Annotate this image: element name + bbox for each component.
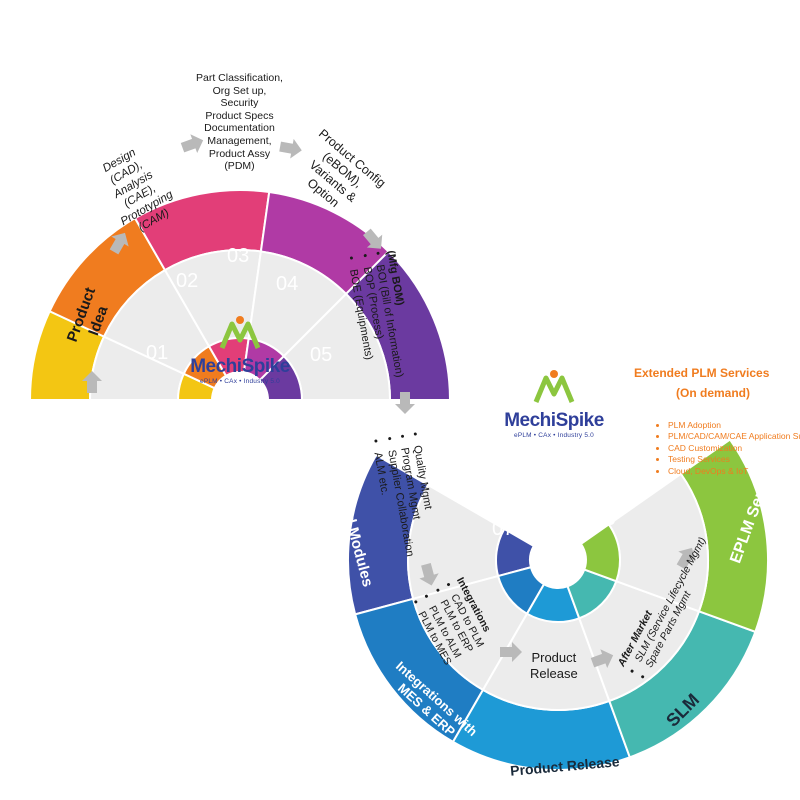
flow-arrow-icon (180, 134, 204, 154)
list-item: CAD Customization (668, 443, 800, 454)
flow-arrow-icon (279, 138, 302, 159)
extended-subtitle: (On demand) (676, 386, 750, 400)
logo-tagline: ePLM • CAx • Industry 5.0 (200, 378, 280, 385)
list-item: Cloud, DevOps & IoT (668, 466, 800, 477)
list-item: PLM/CAD/CAM/CAE Application Support (668, 431, 800, 442)
logo-name: MechiSpike (190, 356, 290, 377)
eplm-list: PLM Adoption PLM/CAD/CAM/CAE Application… (660, 420, 800, 477)
flow-arrow-icon (419, 562, 439, 586)
step-number-09: 09 (594, 508, 617, 530)
pdm-text: Part Classification, Org Set up, Securit… (196, 72, 283, 173)
step-number-10: 10 (624, 433, 647, 455)
logo-mark-icon (185, 318, 295, 356)
wheel1-num-npi (176, 372, 216, 401)
logo-top-mark (219, 321, 261, 349)
logo-bottom-mark-dot (550, 370, 558, 378)
step-number-02: 02 (176, 270, 199, 292)
release-text: Product Release (530, 650, 578, 681)
wheel1-num-mbom (258, 354, 304, 401)
logo-bottom: MechiSpike ePLM • CAx • Industry 5.0 (498, 372, 610, 439)
logo-tagline: ePLM • CAx • Industry 5.0 (514, 432, 594, 439)
list-item: Testing Services (668, 454, 800, 465)
list-item: PLM Adoption (668, 420, 800, 431)
flow-arrow-icon (395, 392, 415, 414)
step-number-06: 06 (460, 440, 483, 462)
flow-arrow-icon (82, 371, 102, 393)
step-number-03: 03 (227, 245, 250, 267)
step-number-07: 07 (492, 518, 515, 540)
logo-bottom-mark (533, 375, 575, 403)
wheel1-num-engg (182, 344, 228, 390)
band-pdm-plm: PDM & PLM (192, 26, 293, 46)
step-number-08: 08 (543, 538, 566, 560)
extended-title: Extended PLM Services (634, 366, 770, 380)
wheel2-num-eplm (579, 523, 621, 583)
wheel1-num-bom (242, 337, 286, 382)
eplm-text: PLM Adoption PLM/CAD/CAM/CAE Application… (660, 420, 800, 477)
flow-arrow-icon (676, 547, 696, 570)
flow-arrow-icon (500, 642, 522, 662)
step-number-04: 04 (276, 273, 299, 295)
flow-arrow-icon (363, 228, 383, 249)
logo-top: MechiSpike ePLM • CAx • Industry 5.0 (185, 318, 295, 385)
step-number-05: 05 (310, 344, 333, 366)
flow-arrow-icon (590, 649, 614, 669)
step-number-01: 01 (146, 342, 169, 364)
logo-mark-icon (498, 372, 610, 410)
flow-arrow-icon (109, 232, 129, 255)
logo-name: MechiSpike (504, 410, 604, 431)
logo-top-mark-dot (236, 316, 244, 324)
